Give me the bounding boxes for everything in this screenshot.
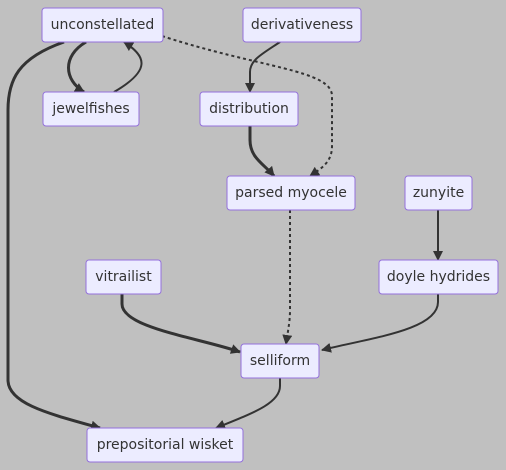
node-label: vitrailist — [95, 269, 152, 285]
node-label: doyle hydrides — [387, 269, 490, 285]
node-prepositorial-wisket[interactable]: prepositorial wisket — [86, 427, 244, 463]
node-label: unconstellated — [51, 17, 155, 33]
node-doyle-hydrides[interactable]: doyle hydrides — [378, 259, 499, 295]
node-derivativeness[interactable]: derivativeness — [242, 7, 362, 43]
node-jewelfishes[interactable]: jewelfishes — [42, 91, 140, 127]
node-label: prepositorial wisket — [97, 437, 234, 453]
edge-parsed-myocele-selliform — [282, 210, 293, 345]
node-label: selliform — [250, 353, 310, 369]
edge-unconstellated-parsed-myocele — [161, 35, 333, 177]
edges — [6, 35, 443, 431]
node-distribution[interactable]: distribution — [199, 91, 299, 127]
edge-unconstellated-prepositorial-wisket — [6, 40, 101, 431]
node-vitrailist[interactable]: vitrailist — [85, 259, 162, 295]
node-label: zunyite — [413, 185, 464, 201]
node-label: derivativeness — [251, 17, 353, 33]
node-selliform[interactable]: selliform — [240, 343, 320, 379]
node-zunyite[interactable]: zunyite — [404, 175, 473, 211]
edge-doyle-hydrides-selliform — [321, 294, 439, 353]
node-label: distribution — [209, 101, 289, 117]
edge-unconstellated-jewelfishes — [67, 40, 87, 94]
edge-jewelfishes-unconstellated — [113, 41, 143, 93]
node-label: jewelfishes — [51, 101, 129, 117]
edge-derivativeness-distribution — [245, 41, 281, 93]
node-label: parsed myocele — [235, 185, 347, 201]
edge-distribution-parsed-myocele — [248, 126, 276, 177]
edge-selliform-prepositorial-wisket — [215, 378, 281, 430]
node-parsed-myocele[interactable]: parsed myocele — [226, 175, 356, 211]
node-unconstellated[interactable]: unconstellated — [41, 7, 164, 43]
edge-vitrailist-selliform — [120, 294, 241, 354]
